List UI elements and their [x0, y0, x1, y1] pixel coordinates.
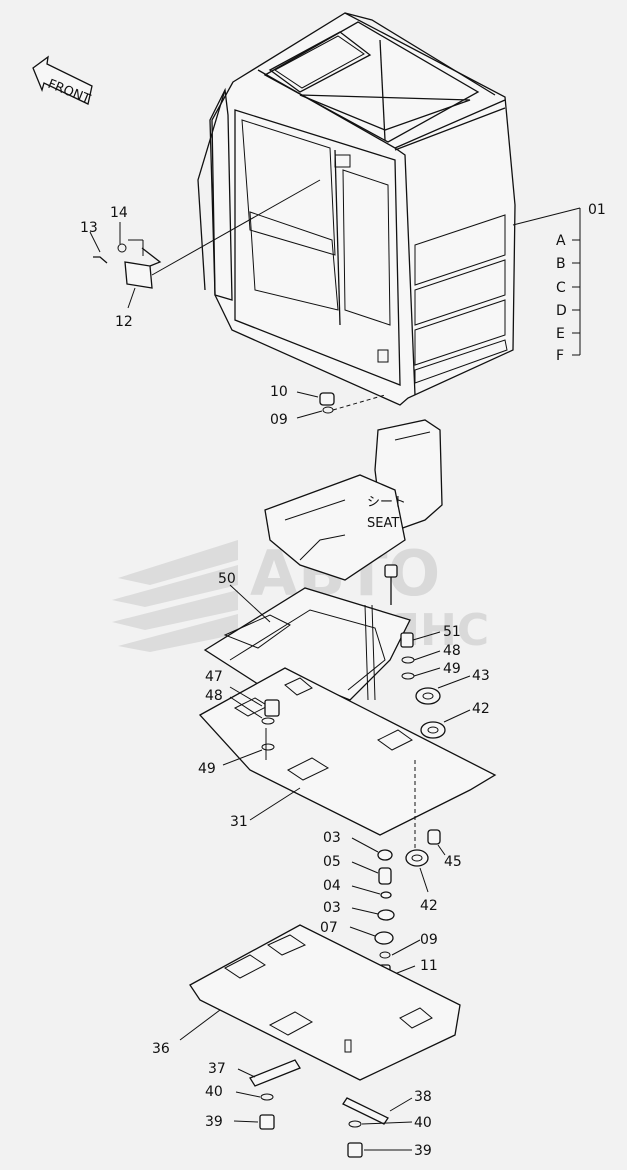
- callout-48-a: 48: [443, 643, 461, 659]
- callout-01: 01: [588, 202, 606, 218]
- variant-f: F: [556, 348, 564, 364]
- callout-03-b: 03: [323, 900, 341, 916]
- callout-50: 50: [218, 571, 236, 587]
- callout-40-b: 40: [414, 1115, 432, 1131]
- callout-14: 14: [110, 205, 128, 221]
- watermark-logo: [112, 540, 238, 652]
- callout-13: 13: [80, 220, 98, 236]
- callout-39-b: 39: [414, 1143, 432, 1159]
- seat-label-en: SEAT: [367, 516, 399, 531]
- variant-e: E: [556, 326, 565, 342]
- seat-label-jp: シート: [367, 495, 406, 510]
- callout-39-a: 39: [205, 1114, 223, 1130]
- callout-45: 45: [444, 854, 462, 870]
- variant-c: C: [556, 280, 566, 296]
- mounts-45-42-lower: [405, 829, 446, 893]
- callout-03-a: 03: [323, 830, 341, 846]
- callout-12: 12: [115, 314, 133, 330]
- bracket-assembly: [89, 179, 321, 309]
- plate-36: [179, 924, 461, 1081]
- callout-47: 47: [205, 669, 223, 685]
- callout-11: 11: [420, 958, 438, 974]
- callout-31: 31: [230, 814, 248, 830]
- front-arrow-icon: FRONT: [32, 55, 93, 107]
- nut-10-washer-09: [296, 391, 386, 419]
- cab-drawing: [197, 12, 516, 406]
- callout-09-b: 09: [420, 932, 438, 948]
- callout-07: 07: [320, 920, 338, 936]
- callout-42-a: 42: [472, 701, 490, 717]
- variant-a: A: [556, 233, 566, 249]
- callout-38: 38: [414, 1089, 432, 1105]
- bracket-37-group: [233, 1059, 301, 1130]
- callout-49-a: 49: [443, 661, 461, 677]
- callout-49-b: 49: [198, 761, 216, 777]
- callout-43: 43: [472, 668, 490, 684]
- callout-09: 09: [270, 412, 288, 428]
- callout-36: 36: [152, 1041, 170, 1057]
- variant-bracket: [512, 207, 581, 356]
- callout-40-a: 40: [205, 1084, 223, 1100]
- variant-b: B: [556, 256, 566, 272]
- bolts-51-48-49: [384, 564, 441, 680]
- callout-04: 04: [323, 878, 341, 894]
- bracket-38-group: [342, 1097, 413, 1158]
- callout-10: 10: [270, 384, 288, 400]
- callout-37: 37: [208, 1061, 226, 1077]
- plate-31: [198, 667, 497, 850]
- seat-drawing: [264, 419, 443, 581]
- callout-51: 51: [443, 624, 461, 640]
- mounts-43-42: [415, 675, 471, 739]
- variant-d: D: [556, 303, 567, 319]
- callout-42-b: 42: [420, 898, 438, 914]
- floor-mat-50: [203, 584, 411, 706]
- callout-05: 05: [323, 854, 341, 870]
- callout-48-b: 48: [205, 688, 223, 704]
